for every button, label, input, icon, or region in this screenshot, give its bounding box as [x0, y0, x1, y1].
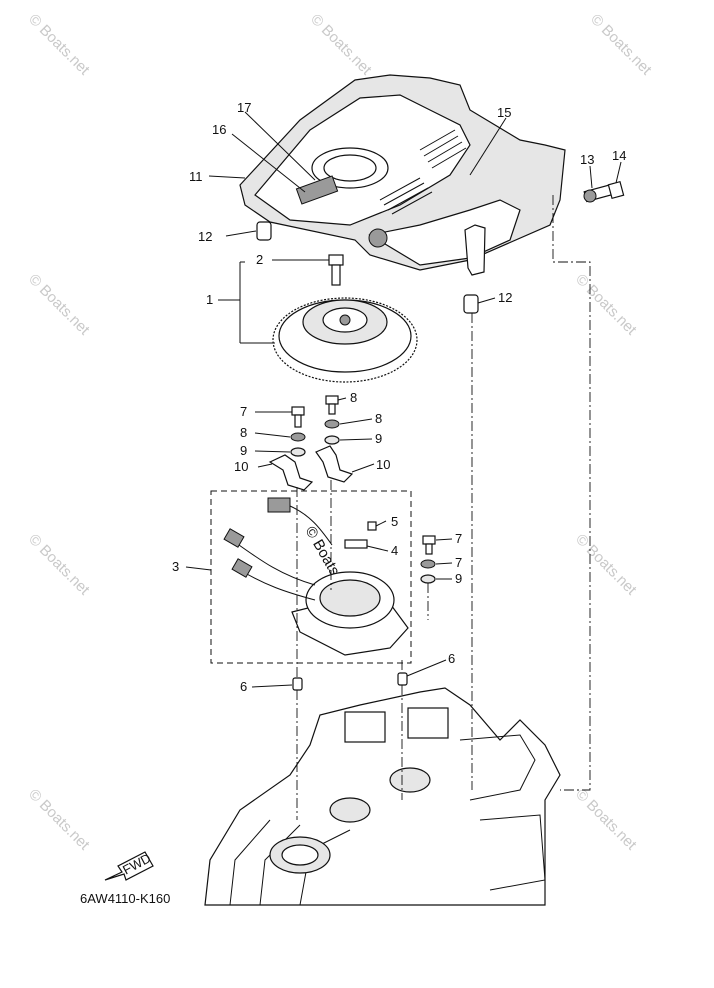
- callout-15: 15: [497, 105, 511, 120]
- callout-12-right: 12: [498, 290, 512, 305]
- callout-9-lower: 9: [455, 571, 462, 586]
- bolt-2: [328, 254, 344, 286]
- cover-vent-slots: [379, 129, 467, 215]
- callout-3: 3: [172, 559, 179, 574]
- callout-17: 16: [212, 122, 226, 137]
- callout-10-right: 10: [376, 457, 390, 472]
- callout-7-left: 7: [240, 404, 247, 419]
- bolt-13-14: [583, 180, 625, 203]
- callout-5: 5: [391, 514, 398, 529]
- clamp-set-left: [268, 406, 314, 491]
- screw-set-lower-right: [420, 535, 436, 584]
- callout-6-right: 6: [448, 651, 455, 666]
- callout-6-left: 6: [240, 679, 247, 694]
- watermark-text: © Boats.net: [307, 11, 375, 79]
- clamp-set-right: [315, 395, 354, 483]
- grommet-12-right: [463, 294, 479, 314]
- callout-8-lower: 7: [455, 555, 462, 570]
- engine-block: [204, 687, 561, 906]
- flywheel-cover: [239, 74, 566, 276]
- dowel-pin-left: [292, 677, 303, 691]
- callout-9-left: 9: [240, 443, 247, 458]
- callout-1: 1: [206, 292, 213, 307]
- callout-labels: 17 16 11 12 15 13 14 2 1 12 8 7 8 8 9 9 …: [172, 100, 626, 694]
- fwd-arrow-icon: FWD: [104, 850, 154, 881]
- grommet-12-left: [256, 221, 272, 241]
- watermark-text: © Boats.net: [572, 786, 640, 854]
- callout-9-upper: 9: [375, 431, 382, 446]
- watermark-text: © Boats.net: [587, 11, 655, 79]
- callout-8-left: 8: [240, 425, 247, 440]
- watermark-text: © Boats.net: [572, 271, 640, 339]
- callout-16: 17: [237, 100, 251, 115]
- watermark-text: © Boats.net: [25, 531, 93, 599]
- stator-assembly: [210, 490, 412, 664]
- callout-11: 11: [189, 169, 203, 184]
- callout-13: 13: [580, 152, 594, 167]
- flywheel-assembly: [272, 297, 418, 383]
- watermark-text: © Boats.net: [572, 531, 640, 599]
- callout-7-upper: 8: [350, 390, 357, 405]
- diagram-code: 6AW4110-K160: [80, 891, 170, 906]
- callout-14: 14: [612, 148, 626, 163]
- callout-2: 2: [256, 252, 263, 267]
- callout-10-left: 10: [234, 459, 248, 474]
- dowel-pin-right: [397, 672, 408, 686]
- watermark-text: © Boats.net: [25, 271, 93, 339]
- leader-lines: [185, 111, 622, 688]
- callout-7-lower: 7: [455, 531, 462, 546]
- callout-4: 4: [391, 543, 398, 558]
- watermark-text: © Boats.net: [25, 11, 93, 79]
- callout-8-upper: 8: [375, 411, 382, 426]
- alignment-lines: [296, 195, 591, 820]
- callout-12-left: 12: [198, 229, 212, 244]
- watermark-text: © Boats.net: [25, 786, 93, 854]
